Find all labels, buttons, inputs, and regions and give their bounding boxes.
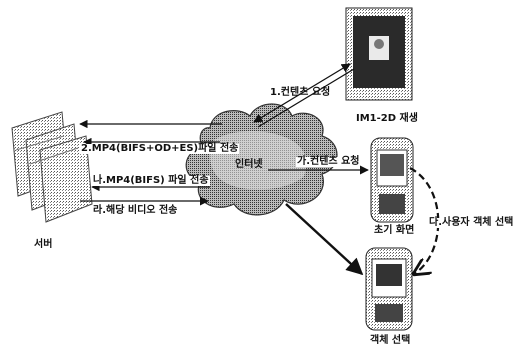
bottom-device-label: 객체 선택 [370, 336, 410, 346]
cloud-label: 인터넷 [234, 160, 264, 170]
mobile-phone-icon [371, 138, 413, 222]
cloud-to-bottom-arrow [286, 204, 362, 274]
server-label: 서버 [34, 240, 52, 250]
video-send-label: 라.해당 비디오 전송 [92, 206, 178, 216]
mp4-full-label: 2.MP4(BIFS+OD+ES)파일 전송 [80, 144, 239, 154]
mid-device-label: 초기 화면 [374, 226, 414, 236]
mp4-bifs-label: 나.MP4(BIFS) 파일 전송 [92, 176, 210, 186]
request-top-label: 1.컨텐츠 요청 [270, 88, 330, 98]
pc-monitor-icon [346, 8, 412, 100]
top-device-label: IM1-2D 재생 [356, 114, 418, 124]
request-mid-label: 가.컨텐츠 요청 [296, 157, 360, 167]
user-select-label: 다.사용자 객체 선택 [428, 218, 514, 228]
server-icon [12, 112, 92, 222]
mobile-phone-icon-2 [366, 248, 412, 330]
